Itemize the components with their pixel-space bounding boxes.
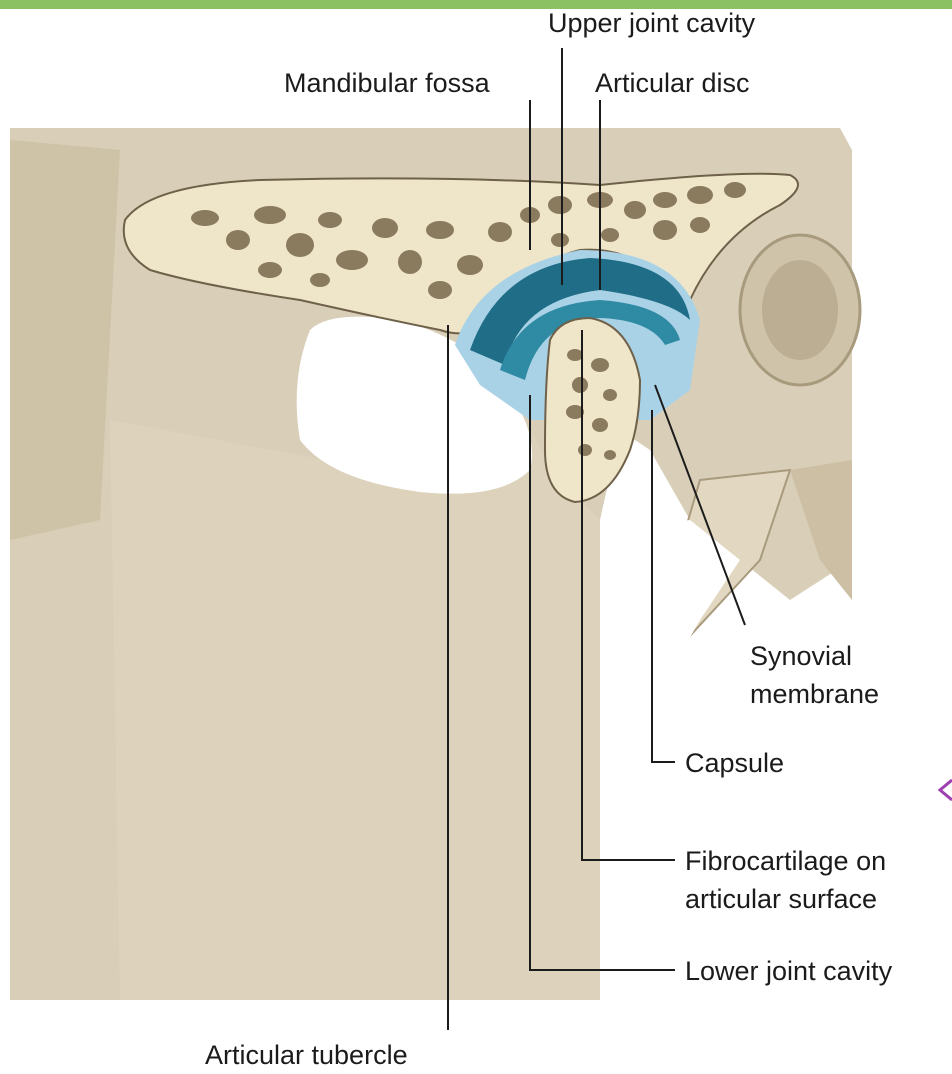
arrow-icon (940, 780, 952, 800)
mandible-ramus (110, 420, 600, 1000)
label-articular-disc: Articular disc (595, 68, 750, 98)
label-mandibular-fossa: Mandibular fossa (284, 68, 491, 98)
label-synovial-membrane-line1: Synovial (750, 641, 852, 671)
label-capsule: Capsule (685, 748, 784, 778)
label-synovial-membrane-line2: membrane (750, 679, 879, 709)
label-articular-tubercle: Articular tubercle (205, 1040, 408, 1070)
label-fibrocartilage-line2: articular surface (685, 884, 877, 914)
mandibular-condyle (545, 318, 640, 502)
ear-canal-inner (762, 260, 838, 360)
top-band (0, 0, 952, 9)
label-upper-joint-cavity: Upper joint cavity (548, 8, 756, 38)
label-fibrocartilage-line1: Fibrocartilage on (685, 846, 886, 876)
label-lower-joint-cavity: Lower joint cavity (685, 956, 893, 986)
